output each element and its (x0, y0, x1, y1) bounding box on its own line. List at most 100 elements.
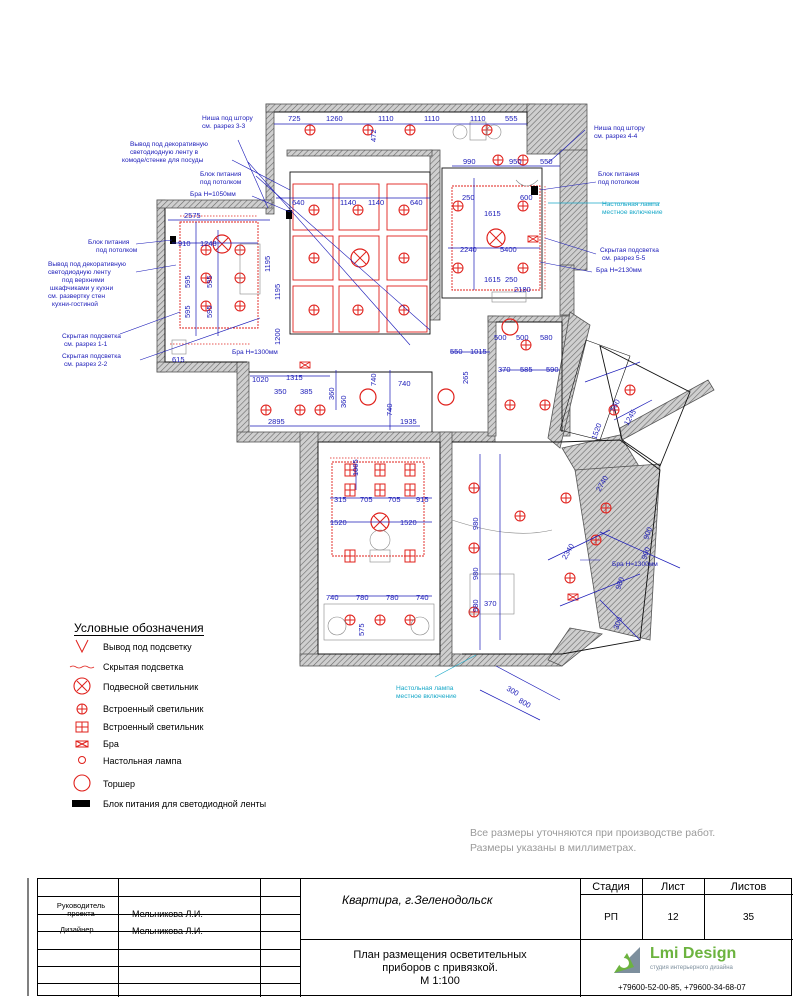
svg-text:1935: 1935 (400, 417, 417, 426)
legend-label-floor-lamp: Торшер (103, 779, 136, 789)
annot-sconce-1300: Бра Н=1300мм (612, 561, 658, 568)
svg-text:1520: 1520 (589, 422, 603, 441)
svg-text:705: 705 (388, 495, 401, 504)
svg-text:315: 315 (334, 495, 347, 504)
annot-niche-3-3-line1: Ниша под штору (202, 115, 254, 122)
svg-text:595: 595 (183, 305, 192, 318)
svg-text:595: 595 (205, 275, 214, 288)
svg-text:250: 250 (505, 275, 518, 284)
annot-table-lamp-bottom-2: местное включение (396, 693, 457, 700)
sheet-header: Лист (661, 881, 685, 893)
annot-led-output-2: светодиодную ленту в (130, 149, 199, 156)
svg-text:1248: 1248 (200, 239, 217, 248)
floor-lamp-icon (73, 774, 91, 792)
svg-text:2895: 2895 (268, 417, 285, 426)
legend-title: Условные обозначения (74, 621, 204, 635)
svg-text:595: 595 (183, 275, 192, 288)
sheet-value: 12 (667, 912, 679, 923)
svg-text:1615: 1615 (484, 209, 501, 218)
svg-text:600: 600 (520, 193, 533, 202)
legend-label-pendant: Подвесной светильник (103, 682, 199, 692)
studio-logo (612, 945, 642, 975)
logo-text: Lmi Design (650, 945, 737, 962)
svg-text:1015: 1015 (470, 347, 487, 356)
annot-hidden-5-5-2: см. разрез 5-5 (602, 255, 646, 262)
hidden-lighting-icon (69, 665, 95, 669)
svg-text:900: 900 (641, 526, 654, 541)
svg-text:385: 385 (300, 387, 313, 396)
logo-subtitle: студия интерьерного дизайна (650, 965, 733, 971)
svg-text:640: 640 (410, 198, 423, 207)
svg-text:472: 472 (369, 129, 378, 142)
note-line-2: Размеры указаны в миллиметрах. (470, 842, 637, 854)
legend-label-recessed: Встроенный светильник (103, 704, 204, 714)
annot-led-kitchen-2: светодиодную ленту (48, 269, 112, 276)
svg-text:350: 350 (274, 387, 287, 396)
power-unit-icon (72, 800, 90, 807)
svg-text:595: 595 (205, 305, 214, 318)
name-project-lead: Мельникова Л.И. (132, 909, 203, 919)
svg-text:1520: 1520 (330, 518, 347, 527)
annot-niche-4-4-1: Ниша под штору (594, 125, 646, 132)
svg-text:900: 900 (639, 546, 652, 561)
table-lamp-icon (78, 756, 86, 764)
sheets-value: 35 (742, 912, 755, 923)
annot-power-top-2: под потолком (200, 179, 242, 186)
name-designer: Мельникова Л.И. (132, 926, 203, 936)
svg-text:2180: 2180 (514, 285, 531, 294)
svg-text:640: 640 (292, 198, 305, 207)
svg-text:910: 910 (178, 239, 191, 248)
drawing-title-line-1: План размещения осветительных (353, 949, 527, 961)
svg-text:980: 980 (471, 567, 480, 580)
svg-text:950: 950 (509, 157, 522, 166)
annot-led-kitchen-3: под верхними (62, 277, 105, 284)
svg-text:1140: 1140 (368, 198, 384, 207)
dim-top-3: 1110 (424, 114, 440, 123)
annot-table-lamp-right-2: местное включение (602, 209, 663, 216)
annot-power-left-2: под потолком (96, 247, 138, 254)
note-line-1: Все размеры уточняются при производстве … (470, 827, 716, 839)
annot-led-kitchen-1: Вывод под декоративную (48, 261, 126, 268)
svg-text:980: 980 (471, 517, 480, 530)
svg-text:265: 265 (461, 371, 470, 384)
svg-text:1005: 1005 (351, 459, 360, 476)
annot-niche-3-3-line2: см. разрез 3-3 (202, 123, 246, 130)
annot-led-kitchen-6: кухни-гостиной (52, 300, 98, 308)
annot-table-lamp-right-1: Настольная лампа (602, 201, 660, 208)
svg-text:5400: 5400 (500, 245, 517, 254)
svg-text:550: 550 (450, 347, 463, 356)
svg-text:740: 740 (398, 379, 411, 388)
legend-symbols (69, 639, 95, 807)
sheets-header: Листов (730, 881, 767, 893)
svg-text:615: 615 (172, 355, 185, 364)
annot-sconce-left: Бра Н=1300мм (232, 349, 278, 356)
project-name: Квартира, г.Зеленодольск (342, 893, 493, 907)
annot-sconce-1050: Бра Н=1050мм (190, 191, 236, 198)
legend-label-sconce: Бра (103, 739, 119, 749)
logo-mark-icon (614, 947, 640, 973)
annot-hidden-5-5-1: Скрытая подсветка (600, 247, 659, 254)
legend-title-underline (74, 635, 204, 636)
annot-hidden-1-1-1: Скрытая подсветка (62, 333, 121, 340)
svg-text:1615: 1615 (484, 275, 501, 284)
svg-text:980: 980 (471, 599, 480, 612)
dim-top-0: 725 (288, 114, 301, 123)
svg-text:740: 740 (385, 403, 394, 416)
legend-label-table-lamp: Настольная лампа (103, 756, 182, 766)
recessed-lamp-icon (76, 703, 88, 715)
svg-text:250: 250 (462, 193, 475, 202)
annot-hidden-2-2-2: см. разрез 2-2 (64, 361, 108, 368)
svg-text:740: 740 (326, 593, 339, 602)
svg-text:980: 980 (613, 576, 626, 591)
annot-led-output-3: комоде/стенке для посуды (122, 157, 204, 164)
svg-text:800: 800 (517, 696, 532, 710)
svg-text:705: 705 (360, 495, 373, 504)
annot-power-right-2: под потолком (598, 179, 640, 186)
dimensions-note: Все размеры уточняются при производстве … (470, 826, 715, 856)
annot-table-lamp-bottom-1: Настольная лампа (396, 685, 454, 692)
recessed-lamp-square-icon (75, 721, 89, 733)
studio-phones: +79600-52-00-85, +79600-34-68-07 (618, 983, 746, 992)
svg-text:585: 585 (520, 365, 533, 374)
annot-led-kitchen-5: см. развертку стен (48, 293, 105, 300)
